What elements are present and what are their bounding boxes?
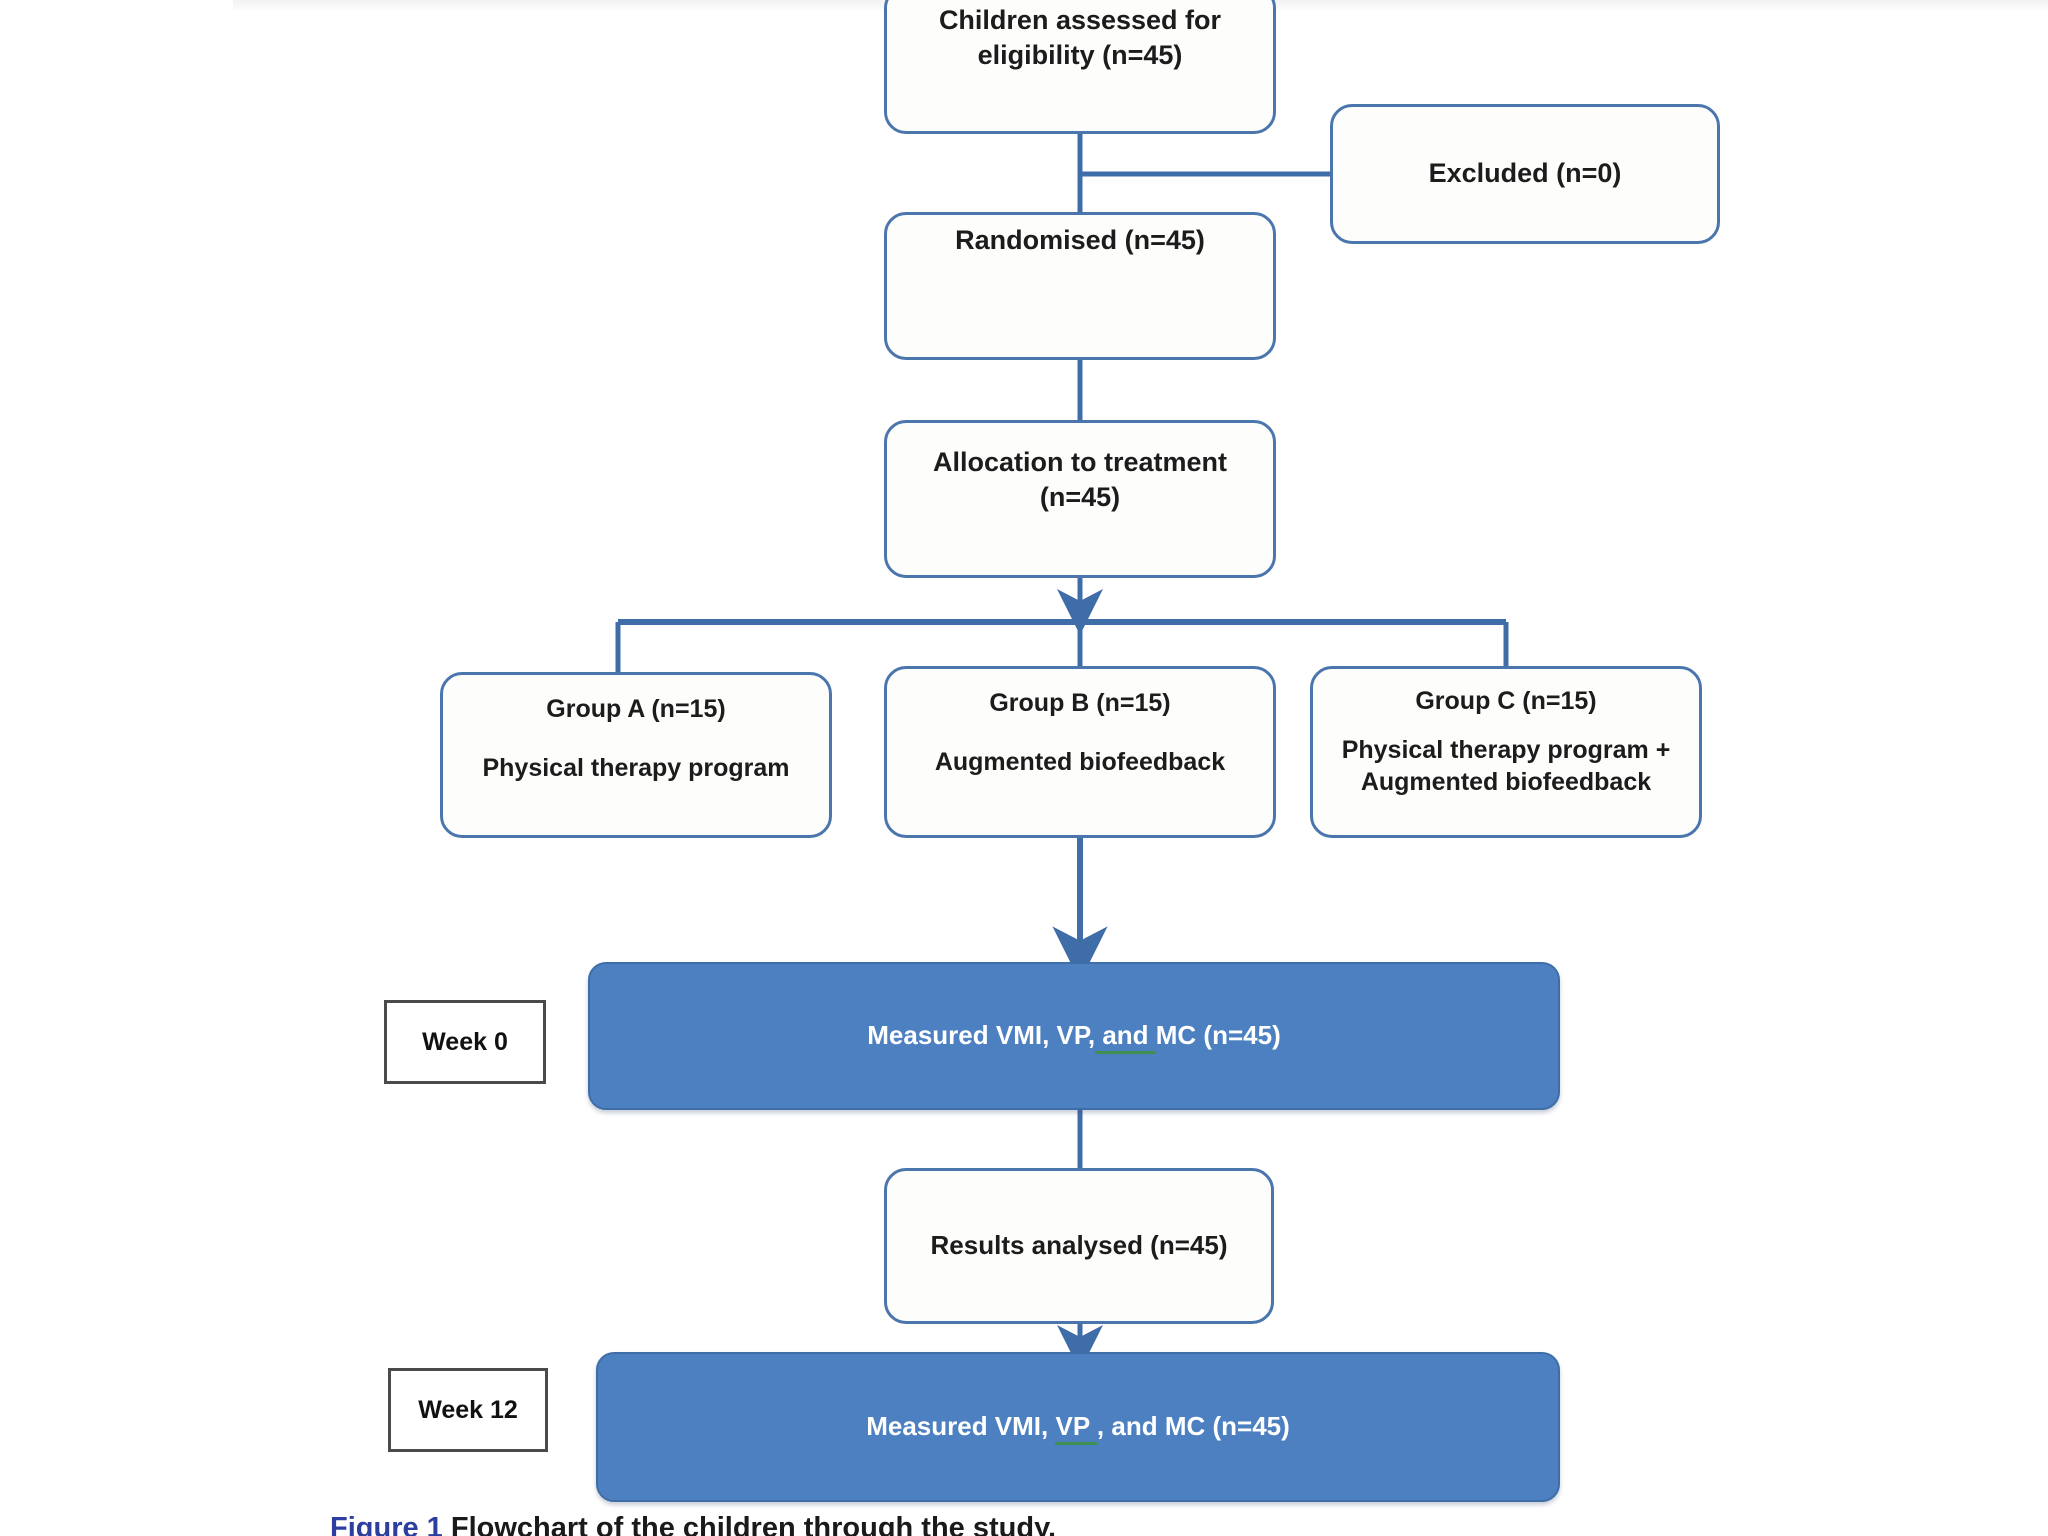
group-c-intervention-line-1: Physical therapy program + xyxy=(1341,735,1671,764)
measured-week-0-pre: Measured VMI, VP, xyxy=(867,1020,1096,1051)
node-allocation-to-treatment: Allocation to treatment (n=45) xyxy=(884,420,1276,578)
measured-week-12-pre: Measured VMI, xyxy=(866,1411,1056,1442)
measured-week-0-mid: and xyxy=(1095,1020,1156,1055)
group-a-intervention: Physical therapy program xyxy=(482,753,790,782)
measured-week-0-text: Measured VMI, VP, and MC (n=45) xyxy=(590,1019,1558,1055)
week-12-text: Week 12 xyxy=(418,1395,518,1424)
label-week-12: Week 12 xyxy=(388,1368,548,1452)
group-c-intervention-line-2: Augmented biofeedback xyxy=(1360,768,1652,796)
group-b-intervention: Augmented biofeedback xyxy=(934,747,1226,776)
group-b-title: Group B (n=15) xyxy=(989,689,1171,717)
node-measured-week-12: Measured VMI, VP , and MC (n=45) xyxy=(596,1352,1560,1502)
measured-week-12-post: , and MC (n=45) xyxy=(1096,1411,1290,1442)
results-analysed-text: Results analysed (n=45) xyxy=(930,1230,1228,1261)
node-group-c: Group C (n=15) Physical therapy program … xyxy=(1310,666,1702,838)
node-excluded: Excluded (n=0) xyxy=(1330,104,1720,244)
figure-caption-text: Flowchart of the children through the st… xyxy=(450,1512,1057,1536)
week-0-text: Week 0 xyxy=(422,1027,508,1056)
node-results-analysed: Results analysed (n=45) xyxy=(884,1168,1274,1324)
group-c-title: Group C (n=15) xyxy=(1415,687,1597,715)
node-group-a: Group A (n=15) Physical therapy program xyxy=(440,672,832,838)
excluded-line-1: Excluded (n=0) xyxy=(1428,158,1622,189)
node-group-b: Group B (n=15) Augmented biofeedback xyxy=(884,666,1276,838)
allocation-line-1: Allocation to treatment xyxy=(932,447,1228,477)
allocation-line-2: (n=45) xyxy=(1039,482,1121,513)
node-measured-week-0: Measured VMI, VP, and MC (n=45) xyxy=(588,962,1560,1110)
measured-week-0-post: MC (n=45) xyxy=(1155,1020,1281,1051)
assessed-line-1: Children assessed for xyxy=(938,5,1222,35)
figure-caption: Figure 1 Flowchart of the children throu… xyxy=(330,1512,1630,1536)
node-randomised: Randomised (n=45) xyxy=(884,212,1276,360)
assessed-line-2: eligibility (n=45) xyxy=(977,40,1183,71)
group-a-title: Group A (n=15) xyxy=(546,695,726,723)
measured-week-12-mid: VP xyxy=(1055,1411,1097,1446)
randomised-line-1: Randomised (n=45) xyxy=(955,225,1205,255)
label-week-0: Week 0 xyxy=(384,1000,546,1084)
measured-week-12-text: Measured VMI, VP , and MC (n=45) xyxy=(598,1410,1558,1446)
node-assessed-for-eligibility: Children assessed for eligibility (n=45) xyxy=(884,0,1276,134)
figure-caption-label: Figure 1 xyxy=(330,1512,443,1536)
